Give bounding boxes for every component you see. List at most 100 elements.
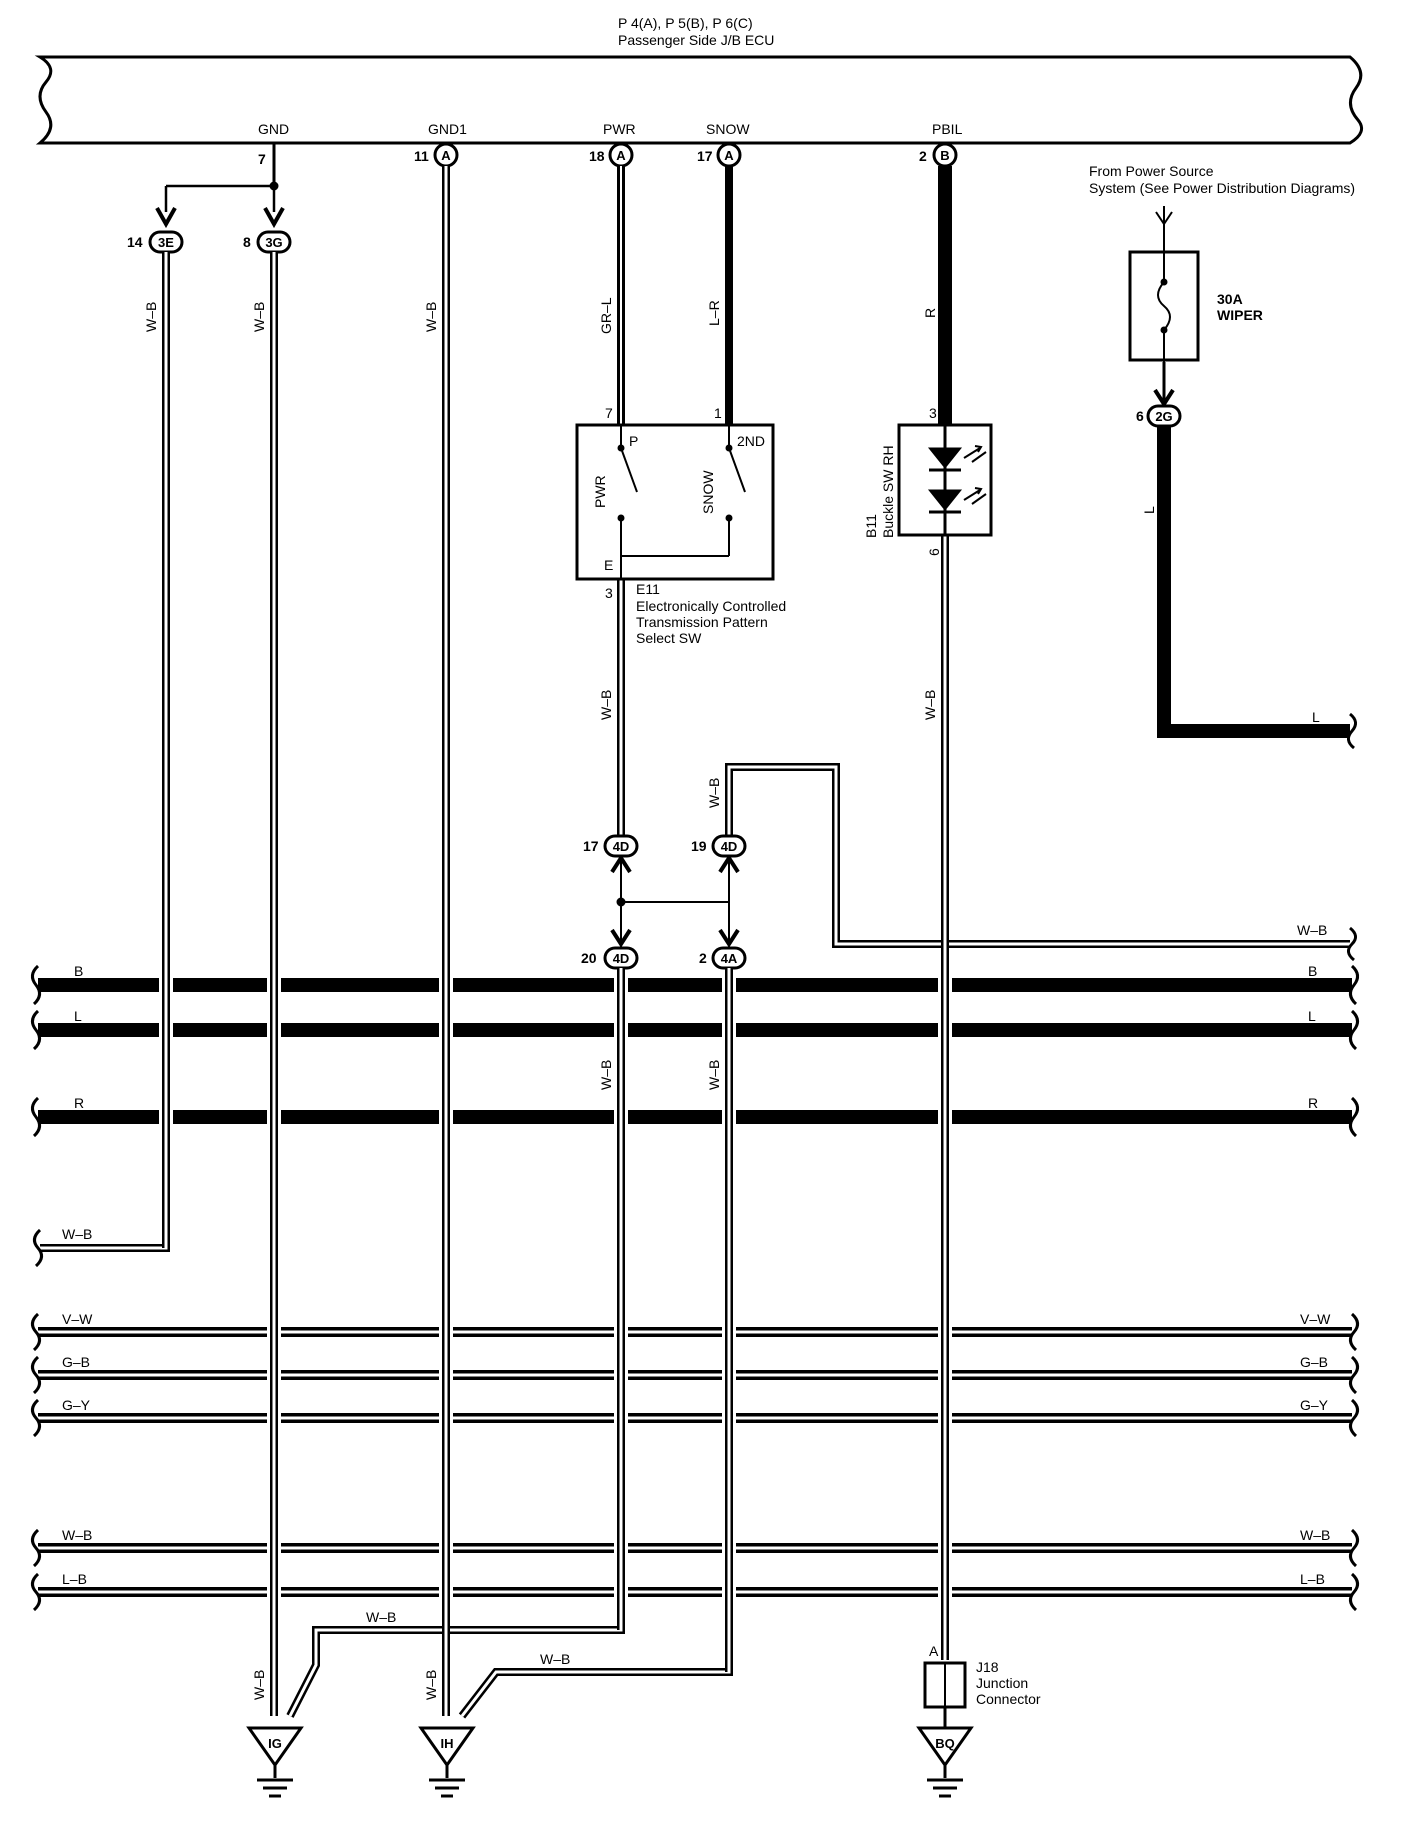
svg-text:IG: IG	[268, 1736, 282, 1751]
svg-text:A: A	[616, 148, 626, 163]
svg-text:4D: 4D	[613, 951, 630, 966]
bus-l-label-left: L	[74, 1008, 82, 1024]
bus-gy-label-left: G–Y	[62, 1397, 91, 1413]
terminal-pwr-pin: 18	[589, 148, 605, 164]
terminal-pbil-badge: B	[932, 142, 958, 168]
terminal-snow-pin: 17	[697, 148, 713, 164]
pattern-switch-label-snow: SNOW	[700, 470, 716, 514]
label-snow-wire: L–R	[706, 300, 722, 326]
pattern-switch-desc2: Transmission Pattern	[636, 614, 768, 630]
bus-wb-bottom	[31, 1528, 1359, 1568]
bus-b	[31, 964, 1359, 1006]
label-route2-wire: W–B	[540, 1651, 570, 1667]
pattern-switch-desc3: Select SW	[636, 630, 702, 646]
label-ig-wire: W–B	[251, 1670, 267, 1700]
junction-4d-19-pin: 19	[691, 838, 707, 854]
junction-connector-j18	[923, 1661, 967, 1728]
pattern-switch-pin-pwr: 7	[605, 405, 613, 421]
terminal-gnd1-pin: 11	[414, 148, 429, 164]
junction-3e-pin: 14	[127, 234, 143, 250]
label-switch-wire: W–B	[598, 690, 614, 720]
ground-ih-symbol	[429, 1765, 465, 1798]
ground-bq-symbol	[927, 1765, 963, 1798]
terminal-pbil-name: PBIL	[932, 121, 963, 137]
bus-gb	[31, 1355, 1359, 1395]
ecu-body	[34, 55, 1364, 145]
pattern-switch-desc1: Electronically Controlled	[636, 598, 786, 614]
label-4a2-wire: W–B	[706, 1060, 722, 1090]
bus-b-label-right: B	[1308, 963, 1317, 979]
terminal-pwr-badge: A	[608, 142, 634, 168]
power-source-line2: System (See Power Distribution Diagrams)	[1089, 180, 1355, 196]
bus-wb-top-break	[1347, 926, 1357, 962]
ground-bq: BQ	[916, 1726, 974, 1798]
wire-2g-l	[1157, 426, 1350, 738]
svg-text:2G: 2G	[1155, 409, 1172, 424]
pattern-switch-ref: E11	[636, 581, 660, 597]
junction-connector-line2: Connector	[976, 1691, 1041, 1707]
fuse-wiper	[1128, 250, 1200, 408]
terminal-pbil-pin: 2	[919, 148, 927, 164]
label-pwr-wire: GR–L	[598, 297, 614, 334]
buckle-switch	[897, 423, 993, 537]
buckle-switch-name: Buckle SW RH	[880, 445, 896, 538]
ground-ig: IG	[246, 1726, 304, 1798]
wire-3e-wb	[40, 252, 170, 1252]
junction-4d-19: 4D	[711, 834, 747, 858]
bus-lb	[31, 1572, 1359, 1612]
ecu-connectors-label: P 4(A), P 5(B), P 6(C)	[618, 15, 753, 31]
gnd-branch	[155, 143, 285, 229]
fuse-name: WIPER	[1217, 307, 1263, 323]
pattern-switch-pin-snow: 1	[714, 405, 722, 421]
junction-4d-20: 4D	[603, 946, 639, 970]
ecu-name: Passenger Side J/B ECU	[618, 32, 774, 48]
svg-text:B: B	[940, 148, 949, 163]
bus-gb-label-left: G–B	[62, 1354, 90, 1370]
terminal-snow-name: SNOW	[706, 121, 750, 137]
bus-vw-label-left: V–W	[62, 1311, 93, 1327]
wire-2g-break	[1347, 712, 1357, 750]
label-pbil-wire: R	[922, 308, 938, 318]
junction-3e: 3E	[148, 230, 184, 254]
bus-vw	[31, 1312, 1359, 1352]
pattern-switch-contact-2nd: 2ND	[737, 433, 765, 449]
junction-4d-4a-links	[610, 854, 740, 948]
bus-wb-left-break	[33, 1228, 43, 1268]
bus-lb-label-right: L–B	[1300, 1571, 1325, 1587]
bus-wb-top-label: W–B	[1297, 922, 1327, 938]
bus-wb-left-label: W–B	[62, 1226, 92, 1242]
bus-r-label-right: R	[1308, 1095, 1318, 1111]
label-buckle-wire: W–B	[922, 690, 938, 720]
bus-b-label-left: B	[74, 963, 83, 979]
bus-l	[31, 1009, 1359, 1051]
svg-text:IH: IH	[441, 1736, 454, 1751]
pattern-switch-contact-p: P	[629, 433, 638, 449]
pattern-switch-pin-e: 3	[605, 585, 613, 601]
bus-gy-label-right: G–Y	[1300, 1397, 1329, 1413]
label-4d19-wire: W–B	[706, 778, 722, 808]
label-4d20-wire: W–B	[598, 1060, 614, 1090]
svg-text:3G: 3G	[265, 235, 282, 250]
junction-connector-ref: J18	[976, 1659, 999, 1675]
ground-ih: IH	[418, 1726, 476, 1798]
wire-4d20-ig	[286, 968, 625, 1718]
svg-text:BQ: BQ	[935, 1736, 955, 1751]
label-2g-wire-vertical: L	[1141, 506, 1157, 514]
fuse-rating: 30A	[1217, 291, 1243, 307]
buckle-switch-ref: B11	[863, 514, 879, 538]
svg-text:A: A	[724, 148, 734, 163]
bus-wb-bottom-label-left: W–B	[62, 1527, 92, 1543]
pattern-switch	[575, 423, 775, 581]
terminal-snow-badge: A	[716, 142, 742, 168]
pattern-switch-contact-e: E	[604, 557, 613, 573]
svg-text:4D: 4D	[721, 839, 738, 854]
terminal-gnd-pin: 7	[258, 151, 266, 167]
power-source-line1: From Power Source	[1089, 163, 1214, 179]
terminal-pwr-name: PWR	[603, 121, 636, 137]
junction-connector-line1: Junction	[976, 1675, 1028, 1691]
junction-4d-17-pin: 17	[583, 838, 599, 854]
bus-lb-label-left: L–B	[62, 1571, 87, 1587]
label-ih-wire: W–B	[423, 1670, 439, 1700]
junction-3g: 3G	[256, 230, 292, 254]
pattern-switch-label-pwr: PWR	[592, 475, 608, 508]
